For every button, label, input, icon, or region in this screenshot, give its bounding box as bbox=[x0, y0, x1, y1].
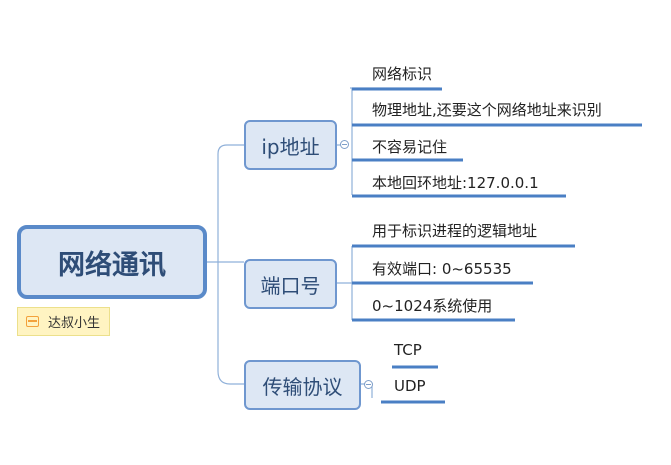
branch-port-number[interactable]: 端口号 bbox=[244, 259, 337, 309]
leaf-node[interactable]: UDP bbox=[394, 377, 426, 395]
root-node[interactable]: 网络通讯 bbox=[17, 225, 207, 299]
leaf-node[interactable]: 不容易记住 bbox=[372, 138, 448, 156]
author-tag[interactable]: 达叔小生 bbox=[17, 307, 110, 336]
branch-label: 传输协议 bbox=[262, 374, 343, 399]
leaf-node[interactable]: 有效端口: 0~65535 bbox=[372, 260, 512, 278]
leaf-node[interactable]: 网络标识 bbox=[372, 65, 433, 83]
leaf-node[interactable]: TCP bbox=[394, 341, 422, 359]
leaf-node[interactable]: 本地回环地址:127.0.0.1 bbox=[372, 174, 539, 192]
label-icon bbox=[26, 316, 39, 327]
branch-ip-address[interactable]: ip地址 bbox=[244, 120, 337, 170]
root-label: 网络通讯 bbox=[58, 249, 166, 281]
collapse-icon[interactable] bbox=[364, 380, 373, 389]
leaf-node[interactable]: 用于标识进程的逻辑地址 bbox=[372, 222, 538, 240]
author-tag-label: 达叔小生 bbox=[48, 316, 101, 331]
branch-label: 端口号 bbox=[260, 273, 321, 298]
leaf-node[interactable]: 0~1024系统使用 bbox=[372, 297, 493, 315]
branch-transport-protocol[interactable]: 传输协议 bbox=[244, 360, 361, 410]
leaf-node[interactable]: 物理地址,还要这个网络地址来识别 bbox=[372, 101, 602, 119]
branch-label: ip地址 bbox=[261, 134, 320, 159]
collapse-icon[interactable] bbox=[340, 140, 349, 149]
